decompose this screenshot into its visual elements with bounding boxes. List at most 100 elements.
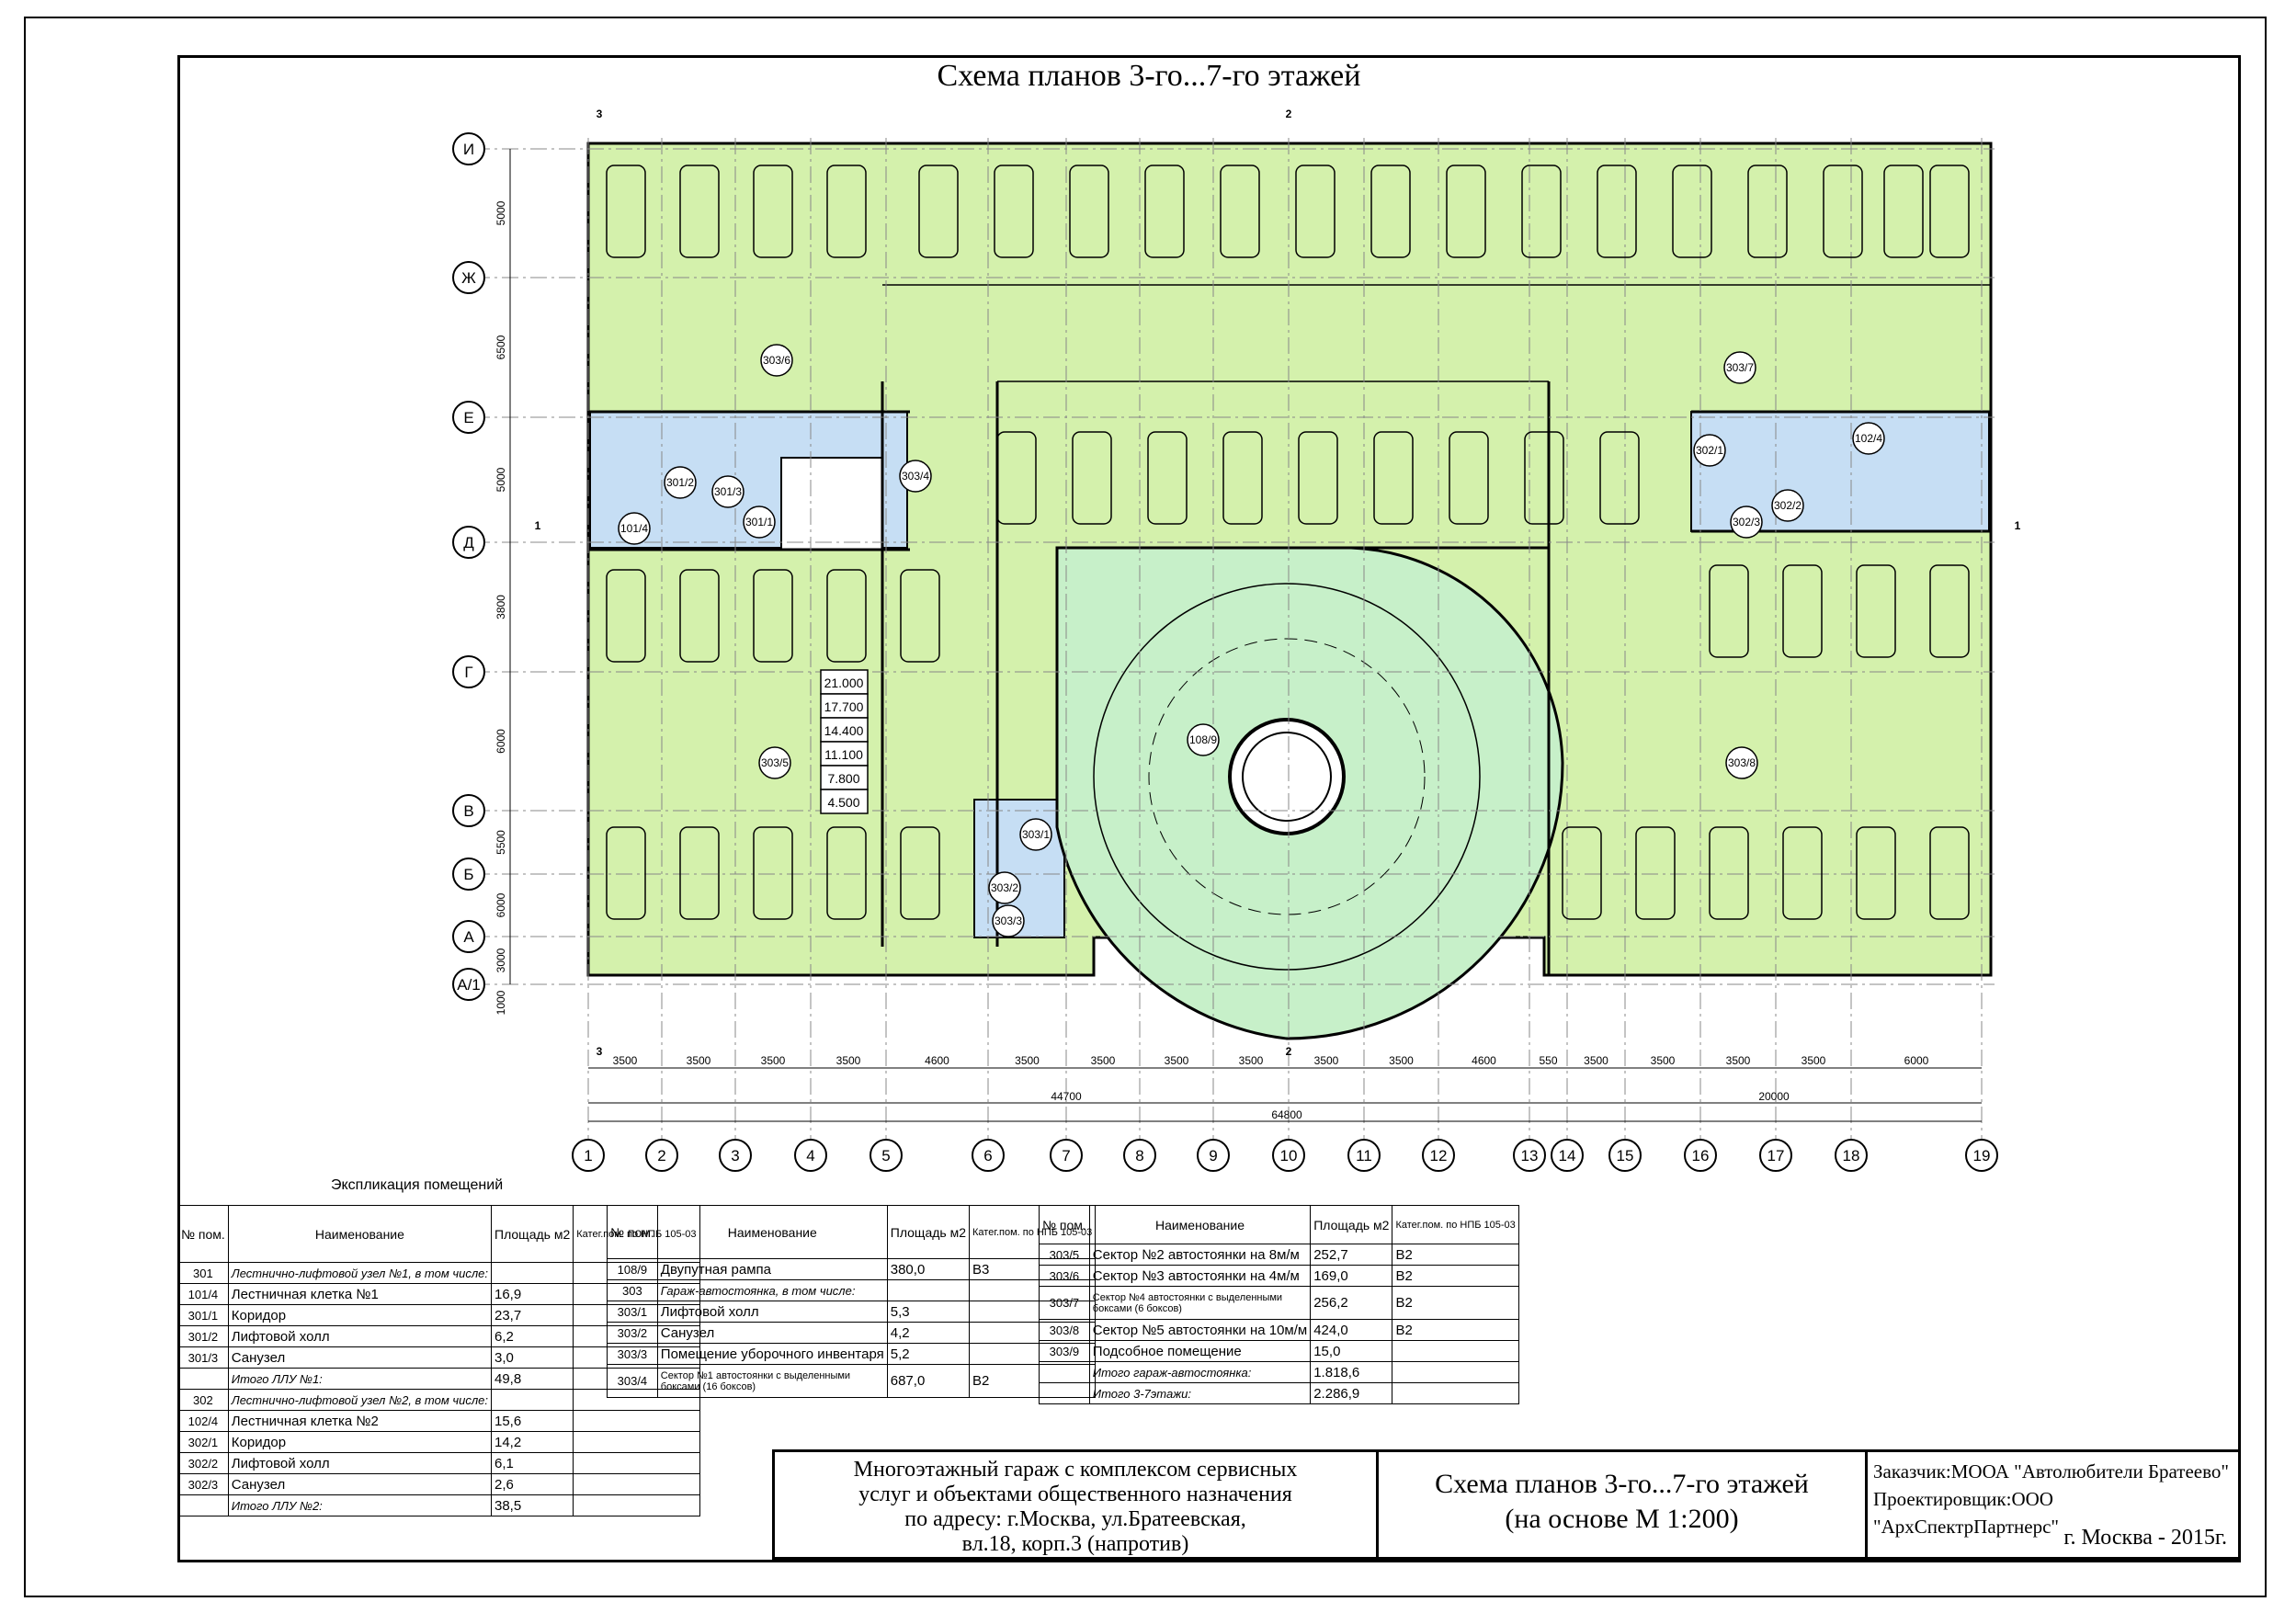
room-tag: 302/3 xyxy=(1733,516,1760,528)
axis-label-col: 4 xyxy=(806,1147,814,1164)
designer-text: Проектировщик:ООО "АрхСпектрПартнерс" xyxy=(1873,1488,2060,1538)
dim-value-col: 550 xyxy=(1539,1054,1557,1067)
car-space xyxy=(1856,564,1896,658)
axis-bubble xyxy=(452,794,485,827)
dim-value-col: 3500 xyxy=(1091,1054,1116,1067)
axis-label-col: 9 xyxy=(1209,1147,1217,1164)
car-space xyxy=(1446,165,1486,258)
axis-label-col: 8 xyxy=(1135,1147,1143,1164)
customer-text: Заказчик:МООА "Автолюбители Братеево" xyxy=(1873,1460,2229,1482)
room-tag: 303/2 xyxy=(991,881,1018,894)
col-name-header: Наименование xyxy=(1088,1205,1312,1244)
cell-area: 256,2 xyxy=(1310,1286,1393,1320)
axis-bubble xyxy=(452,526,485,559)
car-space xyxy=(1069,165,1109,258)
car-space xyxy=(1370,165,1411,258)
room-tag-bubble xyxy=(988,871,1021,904)
cell-cat xyxy=(573,1473,700,1495)
col-num-header: № пом. xyxy=(177,1205,229,1263)
room-tag-bubble xyxy=(1187,723,1220,756)
project-line: вл.18, корп.3 (напротив) xyxy=(961,1532,1189,1556)
cell-area xyxy=(490,1262,574,1284)
car-space xyxy=(1222,431,1263,525)
cell-name: Сектор №2 автостоянки на 8м/м xyxy=(1088,1244,1312,1266)
car-space xyxy=(1929,826,1970,920)
axis-bubble xyxy=(1835,1139,1868,1172)
dim-value-row: 3000 xyxy=(494,948,507,972)
section-mark: 2 xyxy=(1286,1045,1292,1058)
cell-area: 49,8 xyxy=(490,1368,574,1390)
axis-label-col: 7 xyxy=(1062,1147,1070,1164)
room-tag-bubble xyxy=(1693,434,1726,467)
room-tag-bubble xyxy=(711,475,744,508)
dim-value-row: 3800 xyxy=(494,595,507,619)
room-tag-bubble xyxy=(758,746,791,779)
ramp-path xyxy=(1148,638,1426,915)
axis-label-col: 2 xyxy=(657,1147,665,1164)
axis-bubble xyxy=(452,655,485,688)
room-tag-bubble xyxy=(1019,818,1052,851)
car-space xyxy=(1144,165,1185,258)
ramp xyxy=(1055,546,1564,1040)
dim-total-right: 20000 xyxy=(1758,1090,1790,1103)
col-cat-header: Катег.пом. по НПБ 105-03 xyxy=(1392,1205,1519,1244)
section-mark: 3 xyxy=(597,108,603,120)
car-space xyxy=(1072,431,1112,525)
dim-value-col: 3500 xyxy=(1015,1054,1040,1067)
axis-bubble xyxy=(719,1139,752,1172)
level-box xyxy=(820,669,869,695)
dim-value-row: 1000 xyxy=(494,990,507,1015)
dim-value-col: 3500 xyxy=(836,1054,861,1067)
car-space xyxy=(679,826,720,920)
room-tag-bubble xyxy=(992,904,1025,937)
car-space xyxy=(900,826,940,920)
cell-name: Итого ЛЛУ №1: xyxy=(227,1368,493,1390)
cell-area: 169,0 xyxy=(1310,1265,1393,1287)
room-tag: 302/1 xyxy=(1696,444,1723,457)
cell-num: 303/8 xyxy=(1039,1319,1090,1341)
ramp-core-inner xyxy=(1242,732,1332,822)
car-space xyxy=(606,826,646,920)
dim-value-col: 4600 xyxy=(1472,1054,1496,1067)
level-value: 21.000 xyxy=(824,676,864,690)
room-tag: 302/2 xyxy=(1774,499,1802,512)
cell-num: 303 xyxy=(607,1279,658,1301)
cell-area: 15,0 xyxy=(1310,1340,1393,1362)
car-space xyxy=(1747,165,1788,258)
cell-cat: В2 xyxy=(1392,1265,1519,1287)
dim-value-col: 3500 xyxy=(687,1054,711,1067)
axis-label-col: 11 xyxy=(1356,1147,1372,1164)
table-row: Итого 3-7этажи:2.286,9 xyxy=(1039,1382,1519,1404)
cell-name: Лифтовой холл xyxy=(227,1452,493,1474)
axis-label-col: 1 xyxy=(584,1147,592,1164)
car-space xyxy=(1635,826,1676,920)
col-area-header: Площадь м2 xyxy=(1310,1205,1393,1244)
cell-area xyxy=(886,1279,971,1301)
dim-value-col: 3500 xyxy=(761,1054,786,1067)
cell-cat xyxy=(573,1452,700,1474)
car-space xyxy=(900,569,940,663)
axis-label-col: 10 xyxy=(1280,1147,1298,1164)
car-space xyxy=(996,431,1037,525)
car-space xyxy=(1298,431,1338,525)
axis-label-col: 17 xyxy=(1767,1147,1785,1164)
room-tag: 303/4 xyxy=(902,470,929,483)
col-area-header: Площадь м2 xyxy=(886,1205,971,1259)
car-space xyxy=(753,569,793,663)
axis-bubble xyxy=(1684,1139,1717,1172)
room-tag: 301/2 xyxy=(666,476,694,489)
cell-area: 2.286,9 xyxy=(1310,1382,1393,1404)
explication-table-3: № пом. Наименование Площадь м2 Катег.пом… xyxy=(1039,1205,1519,1404)
cell-num xyxy=(1039,1382,1090,1404)
cell-cat xyxy=(1392,1361,1519,1383)
section-mark: 1 xyxy=(535,519,541,532)
cell-area: 3,0 xyxy=(490,1346,574,1369)
cell-cat xyxy=(573,1494,700,1516)
city-year-text: г. Москва - 2015г. xyxy=(2063,1526,2227,1550)
